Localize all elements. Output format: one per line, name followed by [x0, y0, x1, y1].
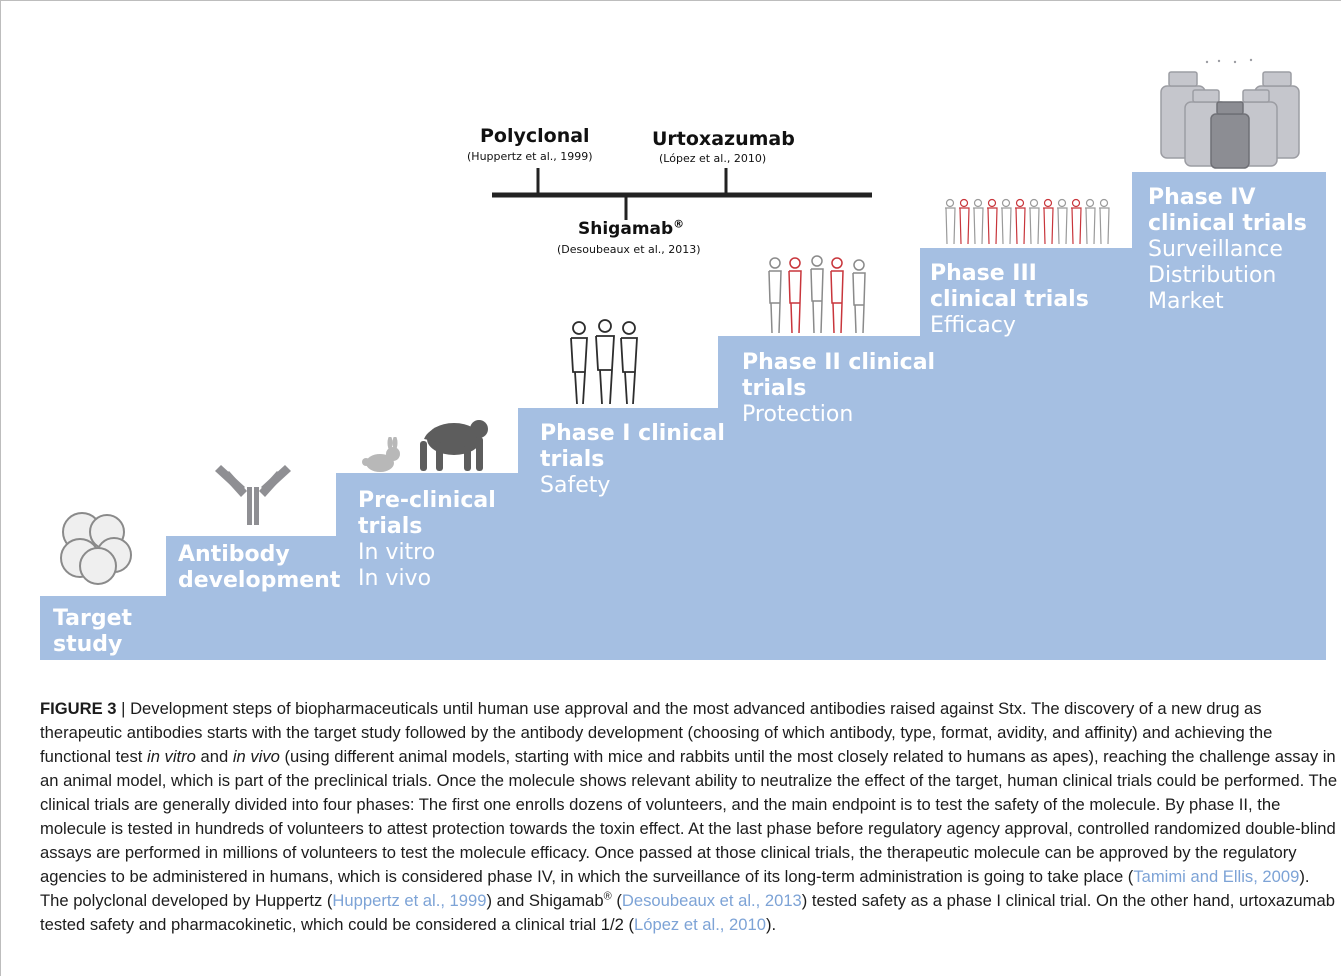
step-phase-1 [518, 408, 718, 660]
antibody-icon [215, 465, 291, 525]
citation-link-tamimi[interactable]: Tamimi and Ellis, 2009 [1133, 867, 1300, 886]
citation-link-lopez[interactable]: López et al., 2010 [634, 915, 766, 934]
step-antibody-development [166, 536, 336, 660]
staircase-figure: Target study Antibody development Pre-cl… [40, 58, 1326, 660]
figure-label: FIGURE 3 [40, 699, 117, 718]
caption-text-3: ). The polyclonal developed by Huppertz … [40, 867, 1310, 910]
timeline-polyclonal-name: Polyclonal [480, 125, 590, 147]
timeline-urtoxazumab-ref: (López et al., 2010) [659, 152, 767, 165]
step-preclinical [336, 473, 518, 660]
step-subtitle: Protection [742, 402, 854, 427]
caption-in-vivo: in vivo [232, 747, 280, 766]
step-title: Target study [53, 606, 133, 657]
timeline-shigamab-ref: (Desoubeaux et al., 2013) [557, 243, 701, 256]
ape-icon [420, 420, 488, 471]
shigamab-text: Shigamab [578, 219, 674, 239]
step-label-target-study: Target study [53, 606, 132, 658]
caption-and: and [195, 747, 233, 766]
step-phase-4 [1132, 172, 1326, 660]
caption-text-4: ) and Shigamab [486, 891, 604, 910]
timeline-shigamab-name: Shigamab® [578, 217, 685, 239]
registered-mark: ® [603, 890, 612, 903]
step-phase-2 [718, 336, 920, 660]
step-phase-3 [920, 248, 1132, 660]
people-small-group-icon [570, 319, 638, 405]
step-title: Phase I clinical trials [540, 421, 725, 472]
registered-mark: ® [673, 217, 685, 231]
figure-caption: FIGURE 3 | Development steps of biopharm… [40, 697, 1340, 937]
timeline-urtoxazumab-name: Urtoxazumab [652, 128, 795, 150]
step-subtitle: Safety [540, 473, 611, 498]
caption-text-2: (using different animal models, starting… [40, 747, 1338, 886]
step-subtitle: Efficacy [930, 313, 1016, 338]
step-label-antibody-development: Antibody development [178, 542, 340, 594]
caption-text-1: Development steps of biopharmaceuticals … [40, 699, 1273, 766]
people-crowd-icon [945, 198, 1110, 245]
cells-icon [60, 512, 132, 585]
step-title: Antibody development [178, 542, 341, 593]
citation-link-desoubeaux[interactable]: Desoubeaux et al., 2013 [621, 891, 802, 910]
step-subtitle: Surveillance Distribution Market [1148, 237, 1283, 314]
vials-icon [1160, 58, 1300, 169]
step-target-study [40, 596, 166, 660]
step-title: Phase IV clinical trials [1148, 185, 1307, 236]
step-label-phase-2: Phase II clinical trials Protection [742, 350, 935, 428]
people-group-icon [768, 255, 866, 334]
caption-separator: | [116, 699, 131, 718]
step-label-phase-1: Phase I clinical trials Safety [540, 421, 725, 499]
rabbit-icon [362, 437, 400, 472]
caption-in-vitro: in vitro [147, 747, 196, 766]
caption-text-7: ). [765, 915, 777, 934]
step-title: Pre-clinical trials [358, 488, 496, 539]
step-label-phase-4: Phase IV clinical trials Surveillance Di… [1148, 185, 1307, 315]
step-label-phase-3: Phase III clinical trials Efficacy [930, 261, 1089, 339]
caption-text-5: ( [611, 891, 622, 910]
timeline-polyclonal-ref: (Huppertz et al., 1999) [467, 150, 593, 163]
citation-link-huppertz[interactable]: Huppertz et al., 1999 [332, 891, 487, 910]
step-title: Phase III clinical trials [930, 261, 1089, 312]
step-title: Phase II clinical trials [742, 350, 936, 401]
step-label-preclinical: Pre-clinical trials In vitro In vivo [358, 488, 496, 592]
caption-text-6: ) tested safety as a phase I clinical tr… [40, 891, 1335, 934]
step-subtitle: In vitro In vivo [358, 540, 436, 591]
antibody-timeline [492, 168, 872, 220]
